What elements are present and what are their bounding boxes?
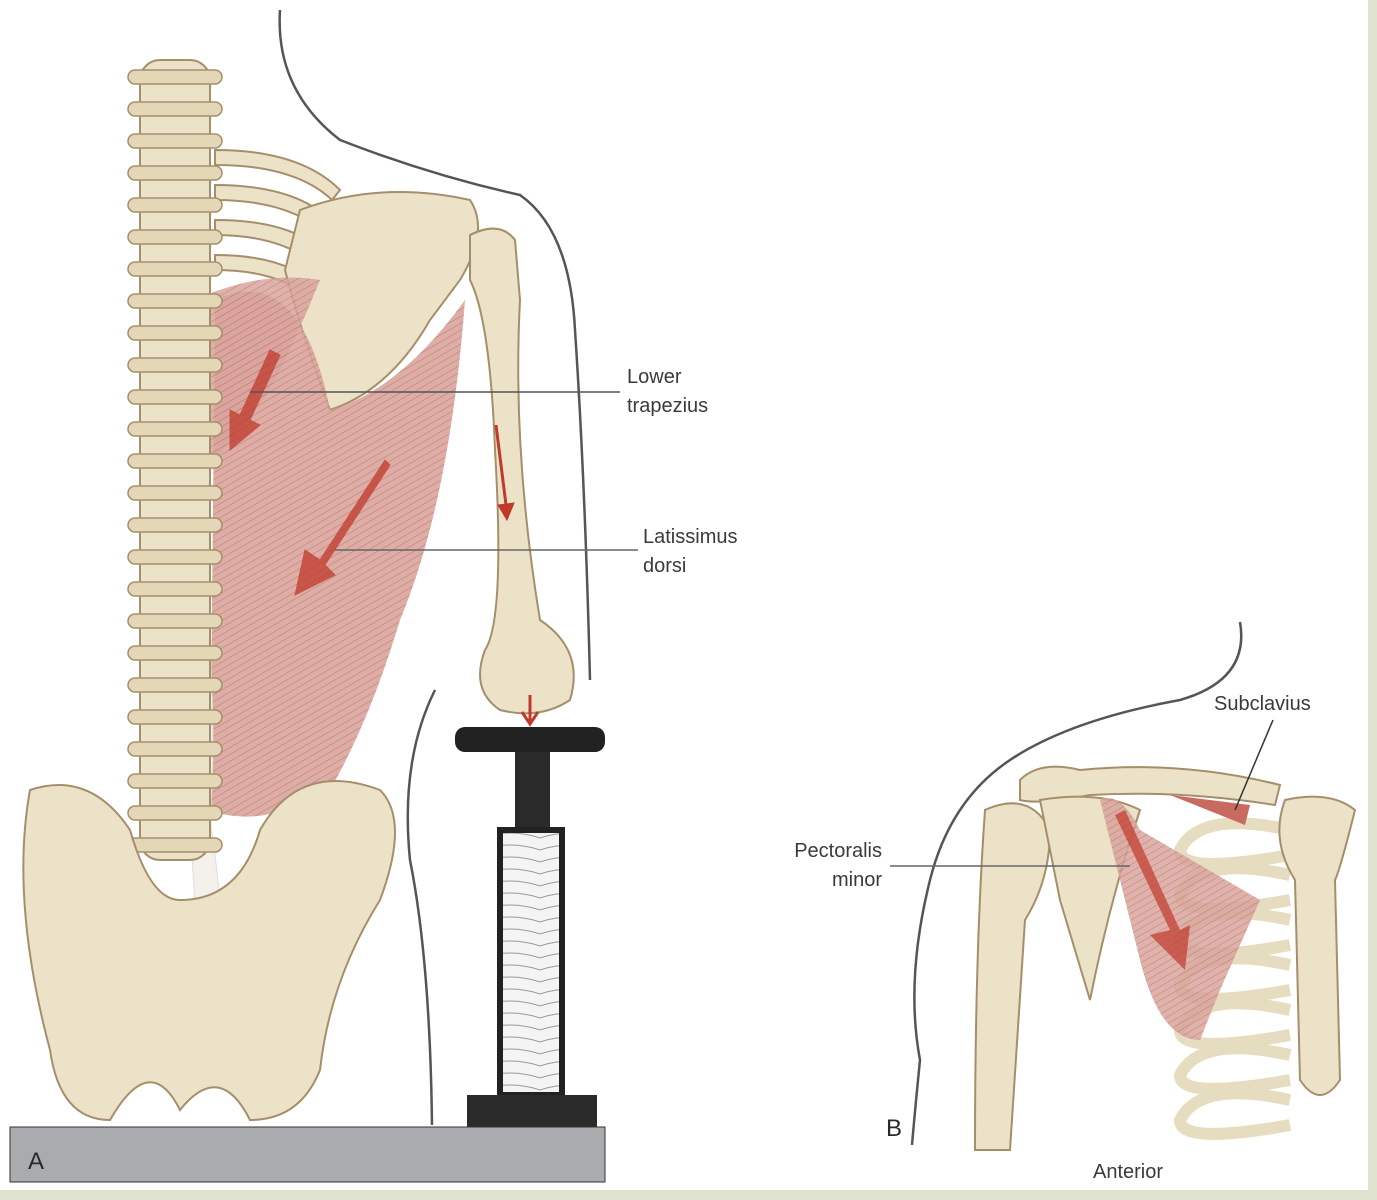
label-latissimus-dorsi: Latissimus dorsi <box>643 523 737 581</box>
vertebra <box>127 357 223 373</box>
body-outline <box>278 9 592 1126</box>
vertebra <box>127 133 223 149</box>
arrow-icon <box>497 502 515 522</box>
vertebra <box>127 837 223 853</box>
rib <box>1173 817 1292 870</box>
vertebra <box>127 421 223 437</box>
arrow-icon <box>1115 810 1190 970</box>
label-line: Lower <box>627 366 682 388</box>
label-line: Pectoralis <box>794 840 882 862</box>
vertebra <box>127 485 223 501</box>
label-line: minor <box>831 869 882 891</box>
vertebra <box>127 741 223 757</box>
vertebra <box>127 805 223 821</box>
label-line: dorsi <box>643 555 687 577</box>
vertebra <box>127 389 223 405</box>
lower-trapezius-muscle <box>195 277 320 470</box>
rib <box>1173 1042 1292 1095</box>
leader-line-subclavius <box>1234 719 1274 811</box>
label-lower-trapezius: Lower trapezius <box>627 363 708 421</box>
vertebra <box>127 69 223 85</box>
vertebra <box>127 293 223 309</box>
arrow-icon <box>520 695 540 727</box>
humerus-b <box>973 802 1052 1151</box>
panel-a-illustration <box>9 9 638 1183</box>
vertebra <box>127 325 223 341</box>
vertebra <box>127 517 223 533</box>
pelvis <box>22 780 396 1122</box>
label-subclavius: Subclavius <box>1214 693 1311 715</box>
vertebra <box>127 677 223 693</box>
label-line: trapezius <box>627 395 709 417</box>
label-pectoralis-minor: Pectoralis minor <box>772 837 882 895</box>
vertebra <box>127 165 223 181</box>
arrow-icon <box>494 424 508 506</box>
panel-b-illustration <box>890 621 1357 1151</box>
vertebra <box>127 709 223 725</box>
vertebra <box>127 261 223 277</box>
vertebra <box>127 581 223 597</box>
subclavius-muscle <box>1170 795 1250 825</box>
humerus <box>469 227 575 715</box>
vertebra <box>127 613 223 629</box>
label-line: Latissimus <box>643 526 738 548</box>
vertebra <box>127 773 223 789</box>
platform <box>9 1126 606 1183</box>
arrow-icon <box>229 349 281 452</box>
arrow-icon <box>294 459 391 596</box>
body-outline-b <box>910 621 1243 1146</box>
vertebra <box>127 549 223 565</box>
dynamometer <box>455 727 605 1127</box>
panel-letter-b: B <box>886 1115 903 1142</box>
vertebra <box>127 229 223 245</box>
vertebra <box>127 453 223 469</box>
vertebra <box>127 645 223 661</box>
sternum <box>1278 795 1357 1096</box>
vertebra <box>127 101 223 117</box>
vertebra <box>127 197 223 213</box>
rib <box>1173 1087 1292 1140</box>
vertebrae <box>127 69 223 853</box>
view-label-anterior: Anterior <box>1093 1161 1164 1183</box>
panel-letter-a: A <box>28 1148 45 1175</box>
latissimus-dorsi-muscle <box>210 291 465 817</box>
